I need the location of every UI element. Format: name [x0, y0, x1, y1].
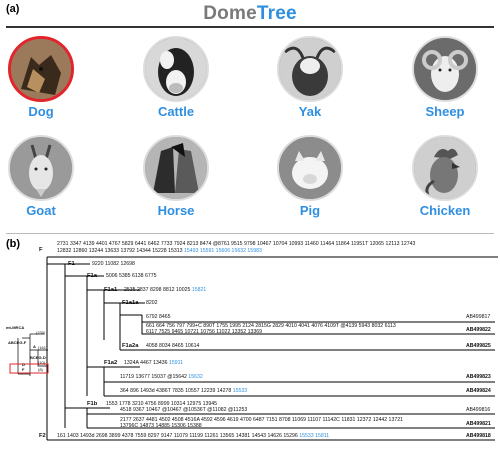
- animal-dog[interactable]: Dog: [1, 36, 81, 119]
- title-tree: Tree: [256, 3, 297, 24]
- F1a1-mutations: 2535 2837 8298 8812 10025 15821: [124, 287, 207, 293]
- F1a2-mutations: 1324A 4467 13436 15911: [124, 360, 184, 366]
- node-F2: F2: [39, 433, 46, 439]
- node-F1a2a: F1a2a: [122, 343, 139, 349]
- F1a-mutations: 5006 5385 6138 6775: [106, 273, 157, 279]
- leaf4-mutations: 11719 13677 15037 @15642 15632: [120, 374, 203, 380]
- mini-tree-node-f: F: [22, 367, 25, 372]
- animal-goat[interactable]: Goat: [1, 135, 81, 218]
- panel-b-label: (b): [6, 238, 21, 250]
- mini-tree-count-10: (10): [38, 360, 46, 365]
- leaf5-mutations: 364 896 1493d 4386T 7835 10557 12239 142…: [120, 388, 248, 394]
- F1a2a-mutations: 4058 8034 8465 10614: [146, 343, 200, 349]
- animal-label-chicken: Chicken: [419, 203, 471, 218]
- accession-AB499825[interactable]: AB499825: [466, 343, 491, 349]
- animal-label-cattle: Cattle: [157, 104, 195, 119]
- node-F1a1: F1a1: [104, 287, 118, 293]
- chicken-photo[interactable]: [412, 135, 478, 201]
- title-rule: [6, 26, 494, 28]
- F-mutations-line2: 12832 12860 13244 13633 13792 14344 1522…: [57, 248, 262, 254]
- animal-cattle[interactable]: Cattle: [136, 36, 216, 119]
- mini-tree-node-abceg-f: ABCEG-F: [8, 340, 27, 345]
- mini-tree-node-bceg-d: BCEG-D: [30, 355, 46, 360]
- mini-tree-lines: [17, 333, 48, 376]
- animal-label-yak: Yak: [298, 104, 322, 119]
- leaf2-mutations-line1: 661 664 756 797 799+C 890T 1755 1995 212…: [146, 323, 396, 329]
- F1a1a-mutations: 8202: [146, 300, 158, 306]
- mini-tree-count-8: (8): [38, 367, 43, 372]
- mini-tree-node-a: A: [33, 344, 36, 349]
- leaf6-mutations: 4518 9367 10467 @10467 @10536T @11082 @1…: [120, 407, 248, 413]
- animal-yak[interactable]: Yak: [270, 36, 350, 119]
- sheep-photo[interactable]: [412, 36, 478, 102]
- animal-label-dog: Dog: [28, 104, 54, 119]
- accession-AB499816[interactable]: AB499816: [466, 407, 491, 413]
- mini-tree-count-230: (230): [36, 330, 46, 335]
- F-mutations-line1: 2731 3347 4139 4401 4767 5829 6441 6462 …: [57, 241, 416, 247]
- animal-pig[interactable]: Pig: [270, 135, 350, 218]
- node-F1a2: F1a2: [104, 360, 118, 366]
- animal-label-horse: Horse: [157, 203, 195, 218]
- accession-AB499818[interactable]: AB499818: [466, 433, 491, 439]
- accession-AB499822[interactable]: AB499822: [466, 327, 491, 333]
- app-title: DomeTree: [0, 3, 500, 25]
- leaf2-mutations-line2: 6117 7525 9465 10721 10756 11022 13352 1…: [146, 329, 263, 335]
- dog-photo[interactable]: [8, 36, 74, 102]
- accession-AB499823[interactable]: AB499823: [466, 374, 491, 380]
- node-F1: F1: [68, 261, 75, 267]
- node-F1a1a: F1a1a: [122, 300, 139, 306]
- F1-mutations: 9220 11082 12698: [92, 261, 135, 267]
- cattle-photo[interactable]: [143, 36, 209, 102]
- section-divider: [6, 233, 494, 234]
- title-dome: Dome: [203, 3, 257, 24]
- accession-AB499821[interactable]: AB499821: [466, 421, 491, 427]
- animal-label-goat: Goat: [26, 203, 56, 218]
- mini-tree-root: mt-MRCA: [6, 325, 25, 330]
- node-F1b: F1b: [87, 401, 98, 407]
- leaf7-mutations-line2: 13796C 14873 14885 15306 15388: [120, 423, 202, 429]
- node-F: F: [39, 247, 43, 253]
- leaf1-mutations: 6792 8465: [146, 314, 171, 320]
- panel-a-label: (a): [6, 3, 20, 15]
- node-F1a: F1a: [87, 273, 97, 279]
- accession-AB499824[interactable]: AB499824: [466, 388, 491, 394]
- goat-photo[interactable]: [8, 135, 74, 201]
- leaf7-mutations-line1: 2177 2637 4481 4502 4508 4516A 4592 4596…: [120, 417, 403, 423]
- animal-label-sheep: Sheep: [425, 104, 465, 119]
- mini-tree-count-161: (161): [38, 345, 48, 350]
- mini-tree-node-d: D: [22, 362, 25, 367]
- accession-AB499817[interactable]: AB499817: [466, 314, 491, 320]
- animal-chicken[interactable]: Chicken: [405, 135, 485, 218]
- pig-photo[interactable]: [277, 135, 343, 201]
- animal-horse[interactable]: Horse: [136, 135, 216, 218]
- yak-photo[interactable]: [277, 36, 343, 102]
- animal-label-pig: Pig: [299, 203, 321, 218]
- mini-tree-highlight: [9, 363, 49, 374]
- animal-sheep[interactable]: Sheep: [405, 36, 485, 119]
- F2-mutations: 161 1403 1493d 2698 3899 4378 7559 8297 …: [57, 433, 330, 439]
- F1b-mutations: 1553 1778 3210 4756 8999 10314 12975 139…: [106, 401, 218, 407]
- horse-photo[interactable]: [143, 135, 209, 201]
